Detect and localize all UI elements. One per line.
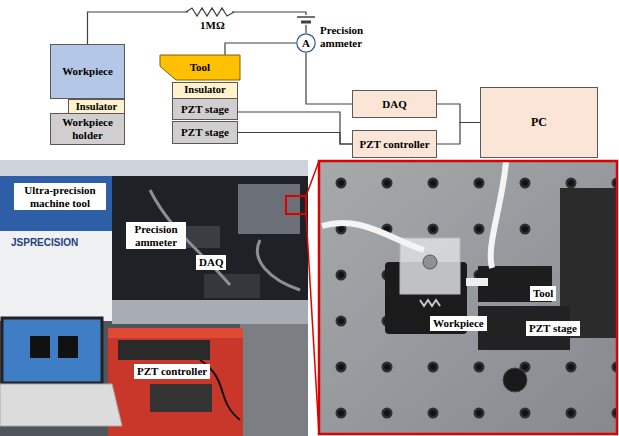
wire-gap [298,15,315,25]
screen-window [30,336,50,358]
pzt-stage-box: PZT stage [172,121,238,144]
zoom-box [286,196,306,214]
laptop-base [0,384,122,426]
screen-window [58,336,78,358]
node-label: PC [529,116,549,130]
zoom-frame [319,161,617,434]
resistor-zigzag [186,8,234,16]
photo-label: DAQ [196,255,226,270]
machine-top-frame [0,160,308,176]
node-label: Insulator [74,101,119,113]
wire [225,43,296,55]
machine-brand: JSPRECISION [8,236,81,250]
wire [238,112,352,144]
ammeter-outline [297,34,315,52]
resistor-symbol [186,6,234,18]
cart-top [108,328,243,338]
zoom-leader [306,161,319,196]
photo-label: Precision ammeter [126,222,186,249]
machine-spindle [238,184,300,234]
lab-photo [0,160,319,436]
tool-outline [160,55,240,80]
metal-plate [318,160,618,435]
photo-label: Ultra-precision machine tool [14,183,106,210]
pc-box: PC [480,87,598,158]
wire [238,133,352,145]
machine-blue-panel [0,176,112,231]
battery-plate [297,16,315,18]
resistance-value: 1MΩ [197,18,228,33]
red-cart [108,334,243,436]
wire [437,104,480,123]
machine-interior [112,176,308,306]
photo-label: PZT stage [526,321,580,336]
pzt-controller-device [118,340,210,360]
photo-label: Workpiece [430,316,487,331]
node-label: Workpiece [60,65,115,78]
node-label: PZT stage [179,126,231,139]
workpiece-box: Workpiece [50,44,125,99]
photo-label: PZT controller [134,364,210,379]
wire [306,53,352,104]
machine-base [112,300,308,324]
machine-white-panel [0,231,112,321]
pzt-stage-box: PZT stage [172,98,238,120]
white-tube [491,162,506,268]
node-label: DAQ [380,98,408,111]
white-tube [322,223,424,250]
ammeter-heading: Precision ammeter [320,24,378,49]
screw [423,255,437,269]
laptop-screen [2,318,102,383]
spring [420,300,440,306]
battery-symbol [297,15,315,25]
ammeter-circle: APrecision ammeter [296,33,316,53]
insulator-box: Insulator [172,82,238,99]
daq-device [204,274,260,298]
battery-plate [301,21,311,24]
adjust-knob [503,368,527,392]
node-label: Workpiece holder [51,116,124,141]
closeup-photo [318,160,618,435]
node-label: Tool [188,61,212,74]
node-label: Insulator [182,84,227,96]
daq-box: DAQ [352,90,437,118]
node-label: PZT controller [357,138,431,151]
node-label: A [300,37,312,50]
floor [240,324,308,436]
holder-box: Workpiece holder [50,113,125,145]
lab-background [0,160,308,436]
tool-shape: Tool [160,55,240,80]
wires [88,12,481,144]
tool-tip [466,278,488,286]
wire [437,123,480,145]
cart-device [150,384,212,412]
plate-holes [318,160,618,435]
controller-box: PZT controller [352,130,437,158]
photo-label: Tool [530,286,556,301]
node-label: PZT stage [179,103,231,116]
